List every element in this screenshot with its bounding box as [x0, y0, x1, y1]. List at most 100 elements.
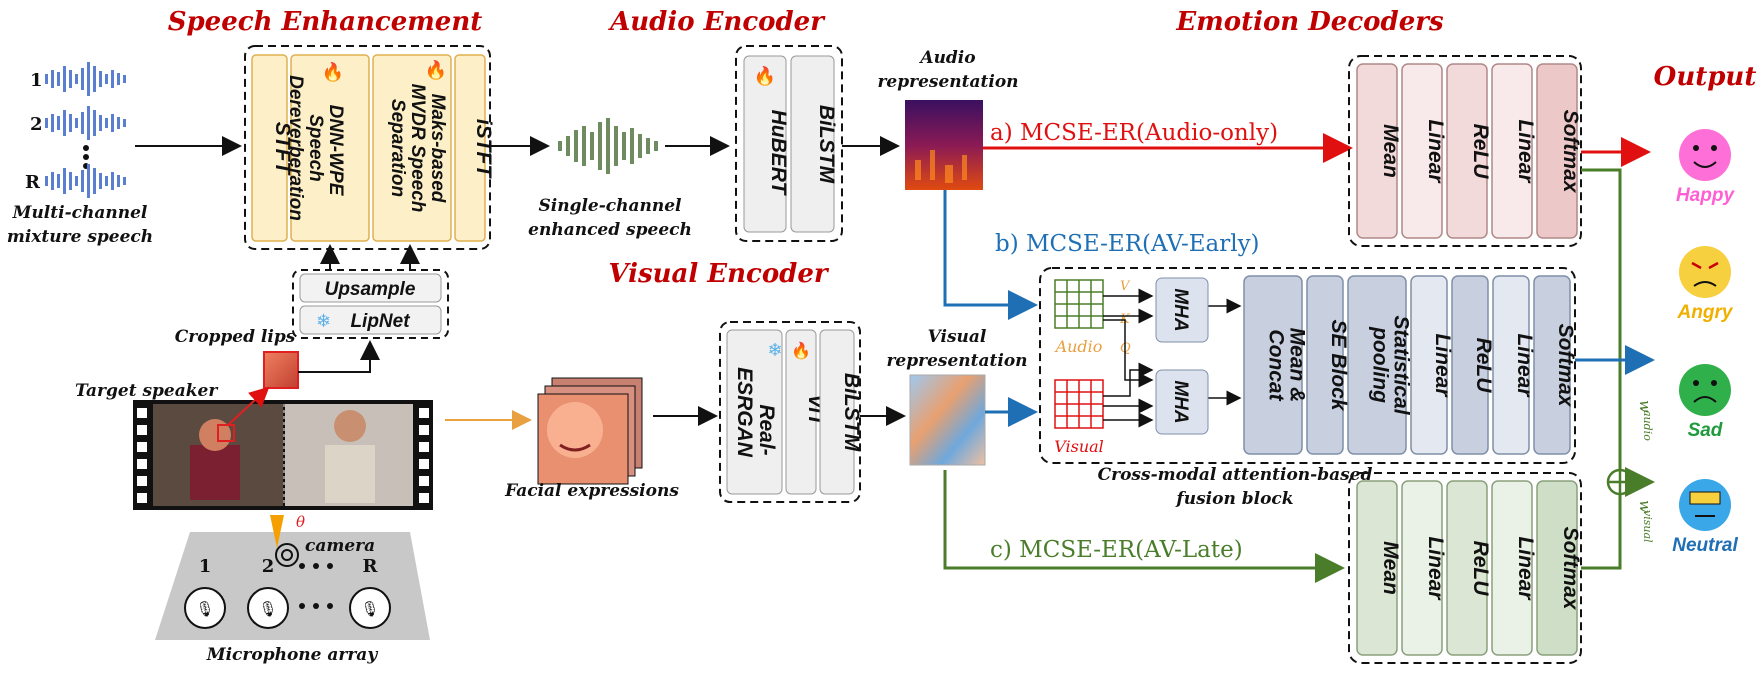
se-mvdr-block: 🔥 Maks-based MVDR Speech Separation — [372, 54, 452, 242]
svg-text:audio: audio — [1641, 410, 1654, 441]
facial-expression-frames — [537, 377, 643, 485]
upsample-label: Upsample — [325, 279, 416, 300]
mvdr-line3: Separation — [387, 99, 408, 197]
decoder-audio-4-label: Linear — [1514, 119, 1537, 184]
decoder-late-1-label: Mean — [1379, 541, 1402, 595]
audio-encoder-frame — [735, 45, 843, 242]
weight-visual-label: w visual — [1636, 500, 1654, 543]
channel-2-label: 2 — [30, 114, 43, 135]
audio-rep-line2: representation — [877, 72, 1018, 92]
header-visual-encoder: Visual Encoder — [608, 259, 830, 289]
decoder-audio-5: Softmax — [1536, 63, 1582, 239]
cropped-lips-label: Cropped lips — [175, 327, 296, 347]
target-speaker-label: Target speaker — [75, 381, 218, 401]
fusion-audio-label: Audio — [1054, 337, 1103, 356]
mic-2-label: 2 — [262, 556, 275, 577]
decoder-audio-3: ReLU — [1446, 63, 1492, 239]
single-channel-line1: Single-channel — [538, 196, 682, 216]
upsample-block — [299, 273, 442, 303]
mvdr-line1: Maks-based — [427, 94, 448, 203]
fusion-mean-concat-label: Mean & — [1286, 328, 1309, 403]
weight-audio-label: w audio — [1636, 400, 1654, 441]
fusion-relu-label: ReLU — [1472, 338, 1495, 394]
fusion-se-block-label: SE Block — [1327, 319, 1350, 411]
vit-block: 🔥 ViT — [785, 329, 827, 495]
sum-node-icon — [1606, 468, 1634, 496]
speech-enhancement-frame — [244, 45, 491, 250]
video-film-strip — [133, 400, 433, 510]
visual-bilstm-label: BiLSTM — [840, 373, 863, 452]
camera-icon — [275, 543, 299, 567]
lipnet-label: LipNet — [350, 311, 410, 332]
path-b-label: b) MCSE-ER(AV-Early) — [995, 231, 1260, 257]
decoder-late-5-label: Softmax — [1559, 527, 1582, 611]
hubert-block: 🔥 HuBERT — [743, 55, 790, 233]
se-dnn-wpe-block: 🔥 DNN-WPE Speech Dereverberation — [285, 54, 370, 242]
decoder-audio-2: Linear — [1401, 63, 1447, 239]
fusion-softmax: Softmax — [1533, 275, 1577, 455]
fusion-qkv-arrows — [1103, 288, 1242, 428]
arrow-lips-to-lipnet — [298, 340, 380, 373]
dnn-wpe-line2: Speech — [305, 114, 326, 182]
svg-text:🎙: 🎙 — [360, 601, 379, 618]
input-caption-line1: Multi-channel — [12, 203, 148, 223]
microphone-array-caption: Microphone array — [206, 645, 379, 665]
decoder-late-frame — [1348, 472, 1582, 664]
hubert-label: HuBERT — [767, 110, 790, 197]
emoji-angry-icon — [1679, 246, 1731, 298]
arrow-path-c — [943, 470, 1345, 583]
theta-label: θ — [296, 513, 305, 531]
dnn-wpe-line3: Dereverberation — [285, 75, 306, 221]
microphone-icon: 🎙 — [247, 587, 289, 629]
snowflake-icon: ❄ — [767, 340, 782, 360]
decoder-audio-1-label: Mean — [1379, 124, 1402, 178]
fusion-relu: ReLU — [1451, 275, 1495, 455]
audio-spectrogram-texture — [915, 150, 967, 183]
fusion-linear-1: Linear — [1410, 275, 1454, 455]
late-audio-branch — [1581, 168, 1622, 470]
waveform-channel-r — [45, 164, 126, 198]
decoder-audio-1: Mean — [1356, 63, 1402, 239]
header-audio-encoder: Audio Encoder — [607, 7, 826, 37]
fusion-linear-2: Linear — [1492, 275, 1536, 455]
snowflake-icon: ❄ — [316, 311, 331, 331]
channel-r-label: R — [25, 172, 41, 193]
camera-cone — [270, 515, 284, 548]
v-label: V — [1120, 279, 1131, 294]
real-esrgan-line2: ESRGAN — [733, 367, 756, 458]
fusion-mean-concat-label: Concat — [1265, 329, 1288, 401]
fusion-frame — [1039, 267, 1576, 464]
emotion-sad-label: Sad — [1688, 420, 1723, 441]
se-stft-label: STFT — [271, 122, 294, 177]
visual-bilstm-block: BiLSTM — [819, 329, 863, 495]
emoji-neutral-icon — [1679, 479, 1731, 531]
decoder-late-5: Softmax — [1536, 480, 1582, 656]
mha-block-visual: MHA — [1155, 369, 1209, 435]
decoder-audio-5-label: Softmax — [1559, 110, 1582, 194]
path-c-label: c) MCSE-ER(AV-Late) — [990, 537, 1243, 563]
waveform-channel-2 — [45, 106, 126, 140]
mvdr-line2: MVDR Speech — [407, 84, 428, 213]
emoji-happy-icon — [1679, 129, 1731, 181]
late-visual-branch — [1581, 494, 1622, 570]
decoder-late-4: Linear — [1491, 480, 1537, 656]
dnn-wpe-line1: DNN-WPE — [325, 105, 346, 197]
mic-ellipsis — [299, 563, 333, 609]
real-esrgan-block: ❄ Real- ESRGAN — [726, 329, 783, 495]
se-istft-label: iSTFT — [472, 119, 495, 179]
header-speech-enhancement: Speech Enhancement — [168, 7, 483, 37]
decoder-audio-3-label: ReLU — [1469, 124, 1492, 180]
lipnet-block — [299, 305, 442, 335]
emotion-neutral-label: Neutral — [1672, 535, 1738, 556]
flame-icon: 🔥 — [322, 61, 344, 82]
fusion-statistical-pooling-label: Statistical — [1390, 315, 1413, 415]
decoder-audio-frame — [1348, 55, 1582, 247]
audio-bilstm-label: BiLSTM — [815, 105, 838, 184]
emotion-angry-label: Angry — [1677, 302, 1734, 323]
fusion-linear-2-label: Linear — [1513, 333, 1536, 398]
flame-icon: 🔥 — [754, 65, 776, 86]
fusion-caption-line1: Cross-modal attention-based — [1098, 465, 1373, 485]
